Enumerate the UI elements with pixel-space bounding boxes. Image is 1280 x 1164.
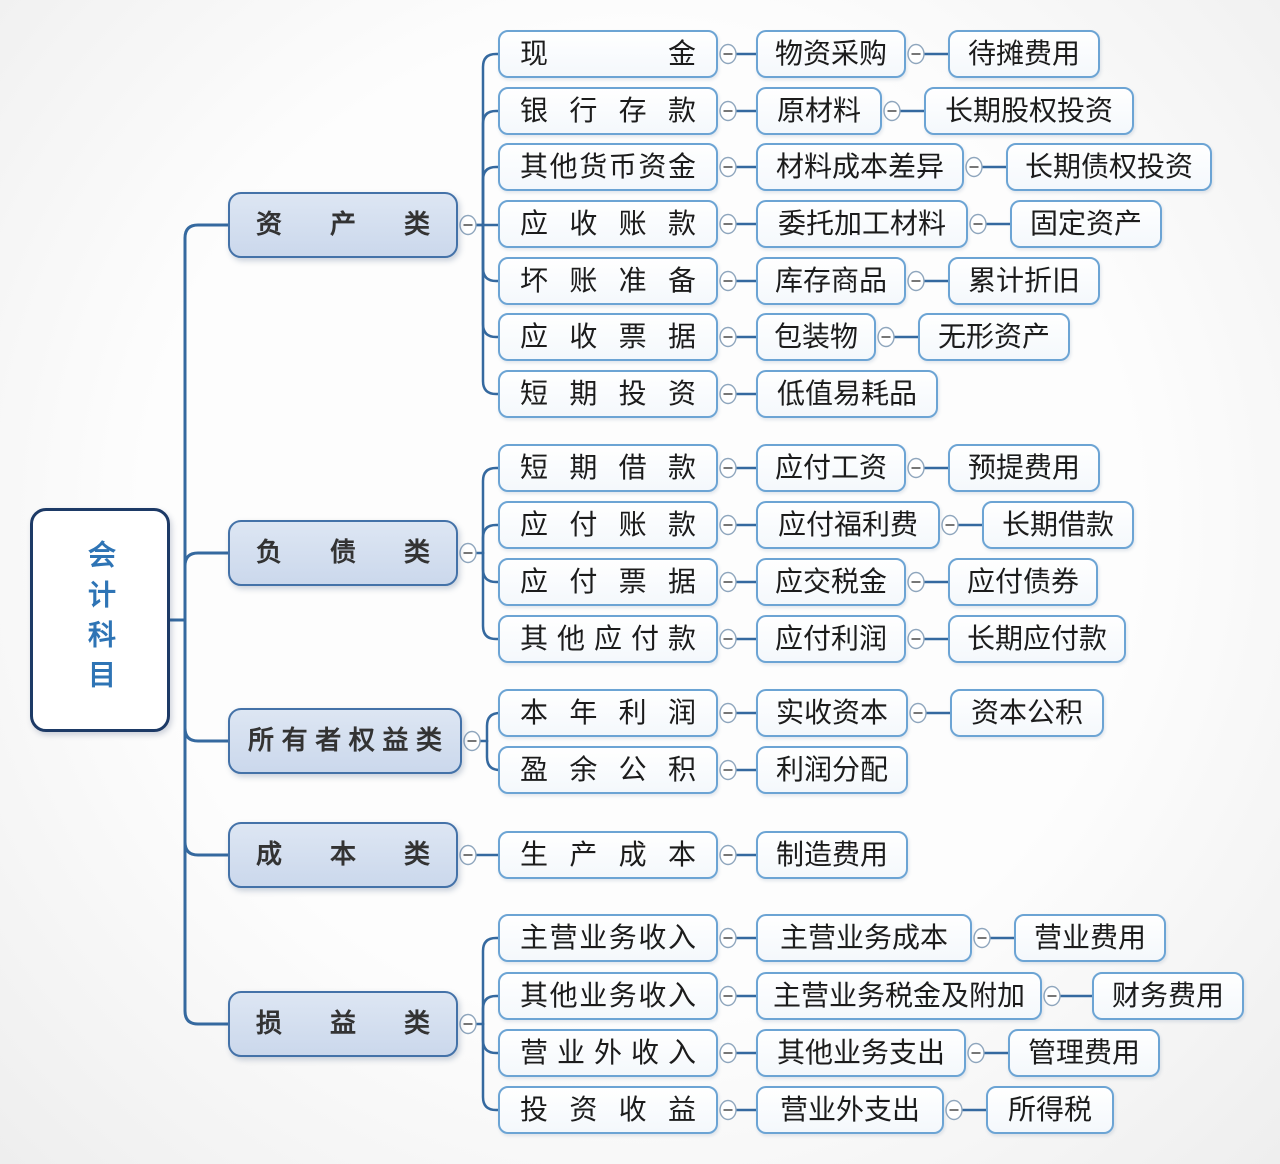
node-b0-r2-c2[interactable]: 长期债权投资 xyxy=(1006,143,1212,191)
node-b0-r2-c1[interactable]: 材料成本差异 xyxy=(756,143,964,191)
node-b0-r3-c2[interactable]: 固定资产 xyxy=(1010,200,1162,248)
node-b1-r1-c1[interactable]: 应付福利费 xyxy=(756,501,940,549)
connector-elbow xyxy=(481,52,500,227)
node-b4-r2-c0[interactable]: 营业外收入 xyxy=(498,1029,718,1077)
connector-elbow xyxy=(481,223,500,283)
node-root[interactable]: 会计科目 xyxy=(30,508,170,732)
node-b0-r0-c2[interactable]: 待摊费用 xyxy=(948,30,1100,78)
node-b4-r0-c0[interactable]: 主营业务收入 xyxy=(498,914,718,962)
node-b0-r4-c1[interactable]: 库存商品 xyxy=(756,257,906,305)
node-b0-r1-c0[interactable]: 银行存款 xyxy=(498,87,718,135)
node-b4-r1-c0[interactable]: 其他业务收入 xyxy=(498,972,718,1020)
node-b1-r0-c2[interactable]: 预提费用 xyxy=(948,444,1100,492)
node-b4-r2-c1[interactable]: 其他业务支出 xyxy=(756,1029,966,1077)
connector-elbow xyxy=(481,223,500,396)
node-b0-r5-c0[interactable]: 应收票据 xyxy=(498,313,718,361)
node-b1-r3-c1[interactable]: 应付利润 xyxy=(756,615,906,663)
connector-elbow xyxy=(481,165,500,227)
node-b3-r0-c0[interactable]: 生产成本 xyxy=(498,831,718,879)
connector-elbow xyxy=(183,551,230,622)
node-b3-r0-c1[interactable]: 制造费用 xyxy=(756,831,908,879)
connector-elbow xyxy=(481,994,500,1026)
node-branch-2[interactable]: 所有者权益类 xyxy=(228,708,462,774)
node-b4-r0-c2[interactable]: 营业费用 xyxy=(1014,914,1166,962)
node-b1-r3-c2[interactable]: 长期应付款 xyxy=(948,615,1126,663)
node-b0-r6-c1[interactable]: 低值易耗品 xyxy=(756,370,938,418)
node-b2-r0-c0[interactable]: 本年利润 xyxy=(498,689,718,737)
node-b0-r1-c2[interactable]: 长期股权投资 xyxy=(924,87,1134,135)
node-b0-r3-c0[interactable]: 应收账款 xyxy=(498,200,718,248)
node-b1-r0-c0[interactable]: 短期借款 xyxy=(498,444,718,492)
connector-elbow xyxy=(481,936,500,1026)
node-b1-r0-c1[interactable]: 应付工资 xyxy=(756,444,906,492)
connector-elbow xyxy=(481,466,500,555)
connector-elbow xyxy=(183,618,230,1026)
connector-elbow xyxy=(481,1022,500,1112)
node-b1-r2-c0[interactable]: 应付票据 xyxy=(498,558,718,606)
node-b4-r3-c2[interactable]: 所得税 xyxy=(986,1086,1114,1134)
connector-elbow xyxy=(481,551,500,584)
connector-elbow xyxy=(481,1022,500,1055)
node-b2-r0-c1[interactable]: 实收资本 xyxy=(756,689,908,737)
node-b4-r1-c2[interactable]: 财务费用 xyxy=(1092,972,1244,1020)
node-b0-r0-c1[interactable]: 物资采购 xyxy=(756,30,906,78)
node-b4-r0-c1[interactable]: 主营业务成本 xyxy=(756,914,972,962)
connector-elbow xyxy=(481,523,500,555)
node-b4-r1-c1[interactable]: 主营业务税金及附加 xyxy=(756,972,1042,1020)
node-b4-r3-c1[interactable]: 营业外支出 xyxy=(756,1086,944,1134)
node-b0-r2-c0[interactable]: 其他货币资金 xyxy=(498,143,718,191)
connector-elbow xyxy=(481,109,500,227)
node-b1-r1-c2[interactable]: 长期借款 xyxy=(982,501,1134,549)
node-b0-r3-c1[interactable]: 委托加工材料 xyxy=(756,200,968,248)
node-b2-r0-c2[interactable]: 资本公积 xyxy=(950,689,1104,737)
node-b1-r3-c0[interactable]: 其他应付款 xyxy=(498,615,718,663)
node-b4-r3-c0[interactable]: 投资收益 xyxy=(498,1086,718,1134)
node-branch-4[interactable]: 损益类 xyxy=(228,991,458,1057)
node-b1-r2-c2[interactable]: 应付债券 xyxy=(948,558,1098,606)
node-b1-r2-c1[interactable]: 应交税金 xyxy=(756,558,906,606)
connector-elbow xyxy=(183,223,230,622)
connector-elbow xyxy=(183,618,230,743)
node-b0-r5-c2[interactable]: 无形资产 xyxy=(918,313,1070,361)
node-b0-r6-c0[interactable]: 短期投资 xyxy=(498,370,718,418)
node-b0-r5-c1[interactable]: 包装物 xyxy=(756,313,876,361)
node-b2-r1-c1[interactable]: 利润分配 xyxy=(756,746,908,794)
connector-elbow xyxy=(481,551,500,641)
node-b0-r4-c0[interactable]: 坏账准备 xyxy=(498,257,718,305)
node-branch-3[interactable]: 成本类 xyxy=(228,822,458,888)
node-branch-1[interactable]: 负债类 xyxy=(228,520,458,586)
node-b0-r4-c2[interactable]: 累计折旧 xyxy=(948,257,1100,305)
node-branch-0[interactable]: 资产类 xyxy=(228,192,458,258)
node-b4-r2-c2[interactable]: 管理费用 xyxy=(1008,1029,1160,1077)
node-b0-r0-c0[interactable]: 现金 xyxy=(498,30,718,78)
node-b0-r1-c1[interactable]: 原材料 xyxy=(756,87,882,135)
node-b1-r1-c0[interactable]: 应付账款 xyxy=(498,501,718,549)
connector-elbow xyxy=(183,618,230,857)
node-b2-r1-c0[interactable]: 盈余公积 xyxy=(498,746,718,794)
